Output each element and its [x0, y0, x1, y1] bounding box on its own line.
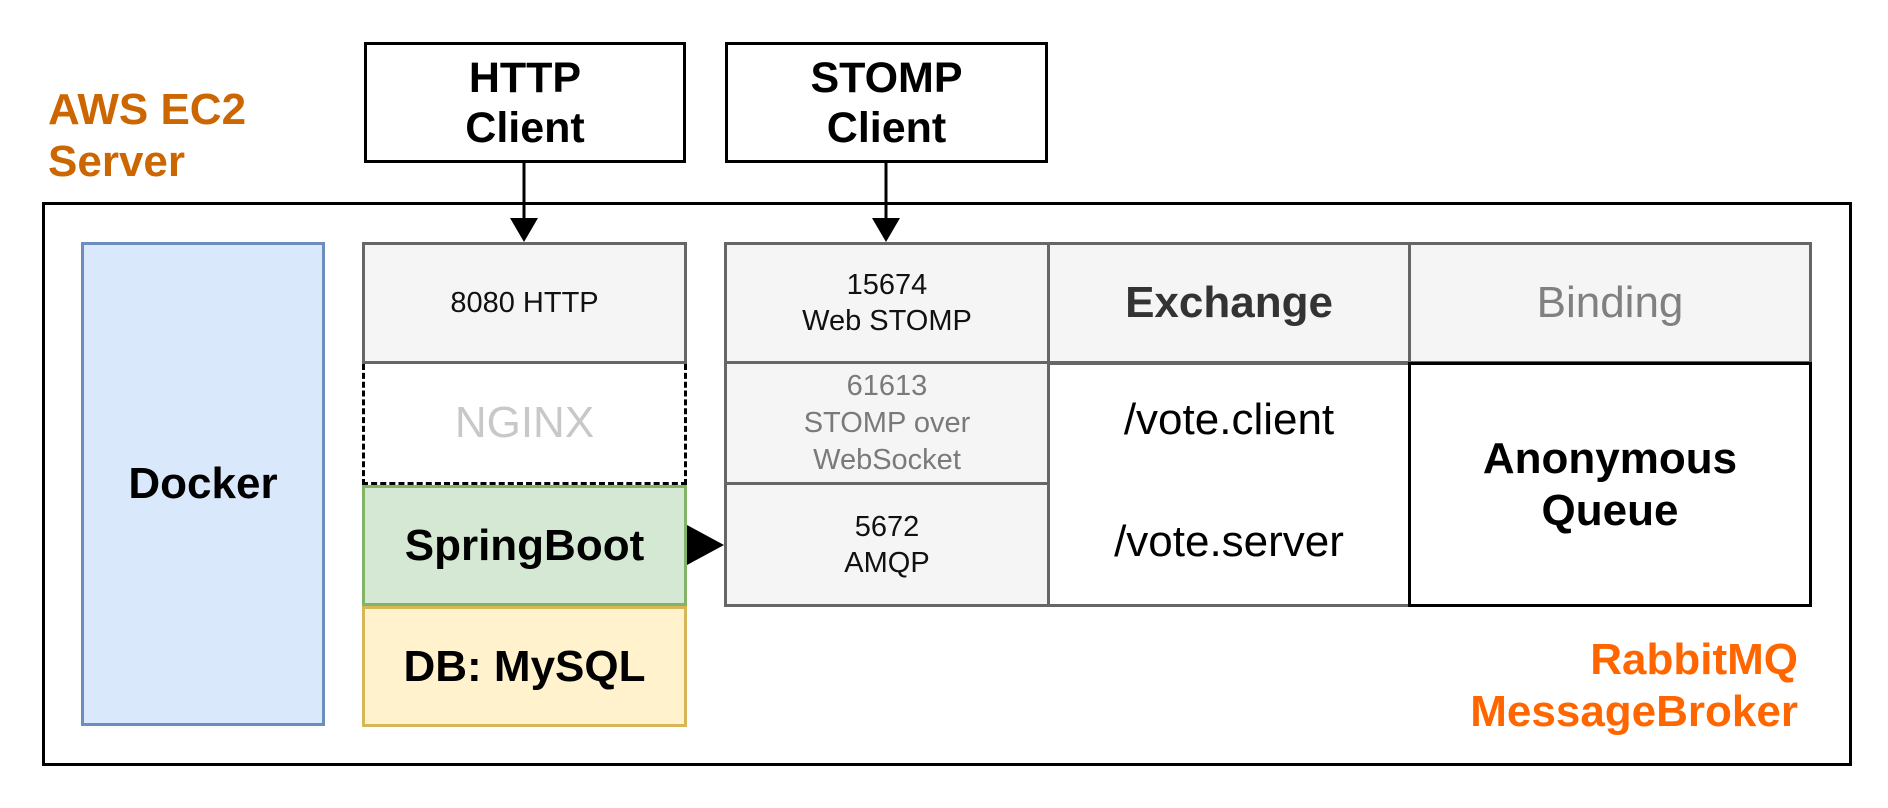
docker-label: Docker — [128, 459, 278, 508]
springboot-box: SpringBoot — [362, 485, 687, 606]
stomp-client-box: STOMP Client — [725, 42, 1048, 163]
springboot-label: SpringBoot — [404, 520, 645, 570]
anonymous-queue-box: Anonymous Queue — [1408, 362, 1812, 607]
exchange-header-label: Exchange — [1125, 278, 1333, 327]
nginx-label: NGINX — [454, 398, 595, 447]
amqp-port-label: 5672 AMQP — [844, 510, 930, 579]
exchange-vote-client: /vote.client — [1050, 375, 1408, 465]
web-stomp-port-box: 15674 Web STOMP — [724, 242, 1050, 364]
exchange-header-box: Exchange — [1047, 242, 1411, 364]
db-box: DB: MySQL — [362, 606, 687, 727]
http-port-box: 8080 HTTP — [362, 242, 687, 364]
nginx-box: NGINX — [362, 364, 687, 485]
server-label: AWS EC2 Server — [48, 85, 247, 186]
vote-client-label: /vote.client — [1123, 395, 1335, 444]
broker-label: RabbitMQ MessageBroker — [1470, 635, 1798, 736]
docker-box: Docker — [81, 242, 325, 726]
binding-header-label: Binding — [1536, 278, 1684, 327]
web-stomp-port-label: 15674 Web STOMP — [802, 269, 972, 337]
http-port-label: 8080 HTTP — [450, 286, 599, 319]
anonymous-queue-label: Anonymous Queue — [1482, 433, 1738, 535]
stomp-ws-port-box: 61613 STOMP over WebSocket — [724, 364, 1050, 485]
vote-server-label: /vote.server — [1114, 517, 1344, 566]
stomp-ws-port-label: 61613 STOMP over WebSocket — [803, 369, 971, 476]
stomp-client-label: STOMP Client — [810, 53, 963, 152]
db-label: DB: MySQL — [403, 641, 646, 691]
amqp-port-box: 5672 AMQP — [724, 485, 1050, 607]
exchange-vote-server: /vote.server — [1050, 497, 1408, 587]
http-client-box: HTTP Client — [364, 42, 686, 163]
binding-header-box: Binding — [1408, 242, 1812, 364]
http-client-label: HTTP Client — [465, 53, 585, 152]
exchange-body-box — [1047, 362, 1411, 607]
